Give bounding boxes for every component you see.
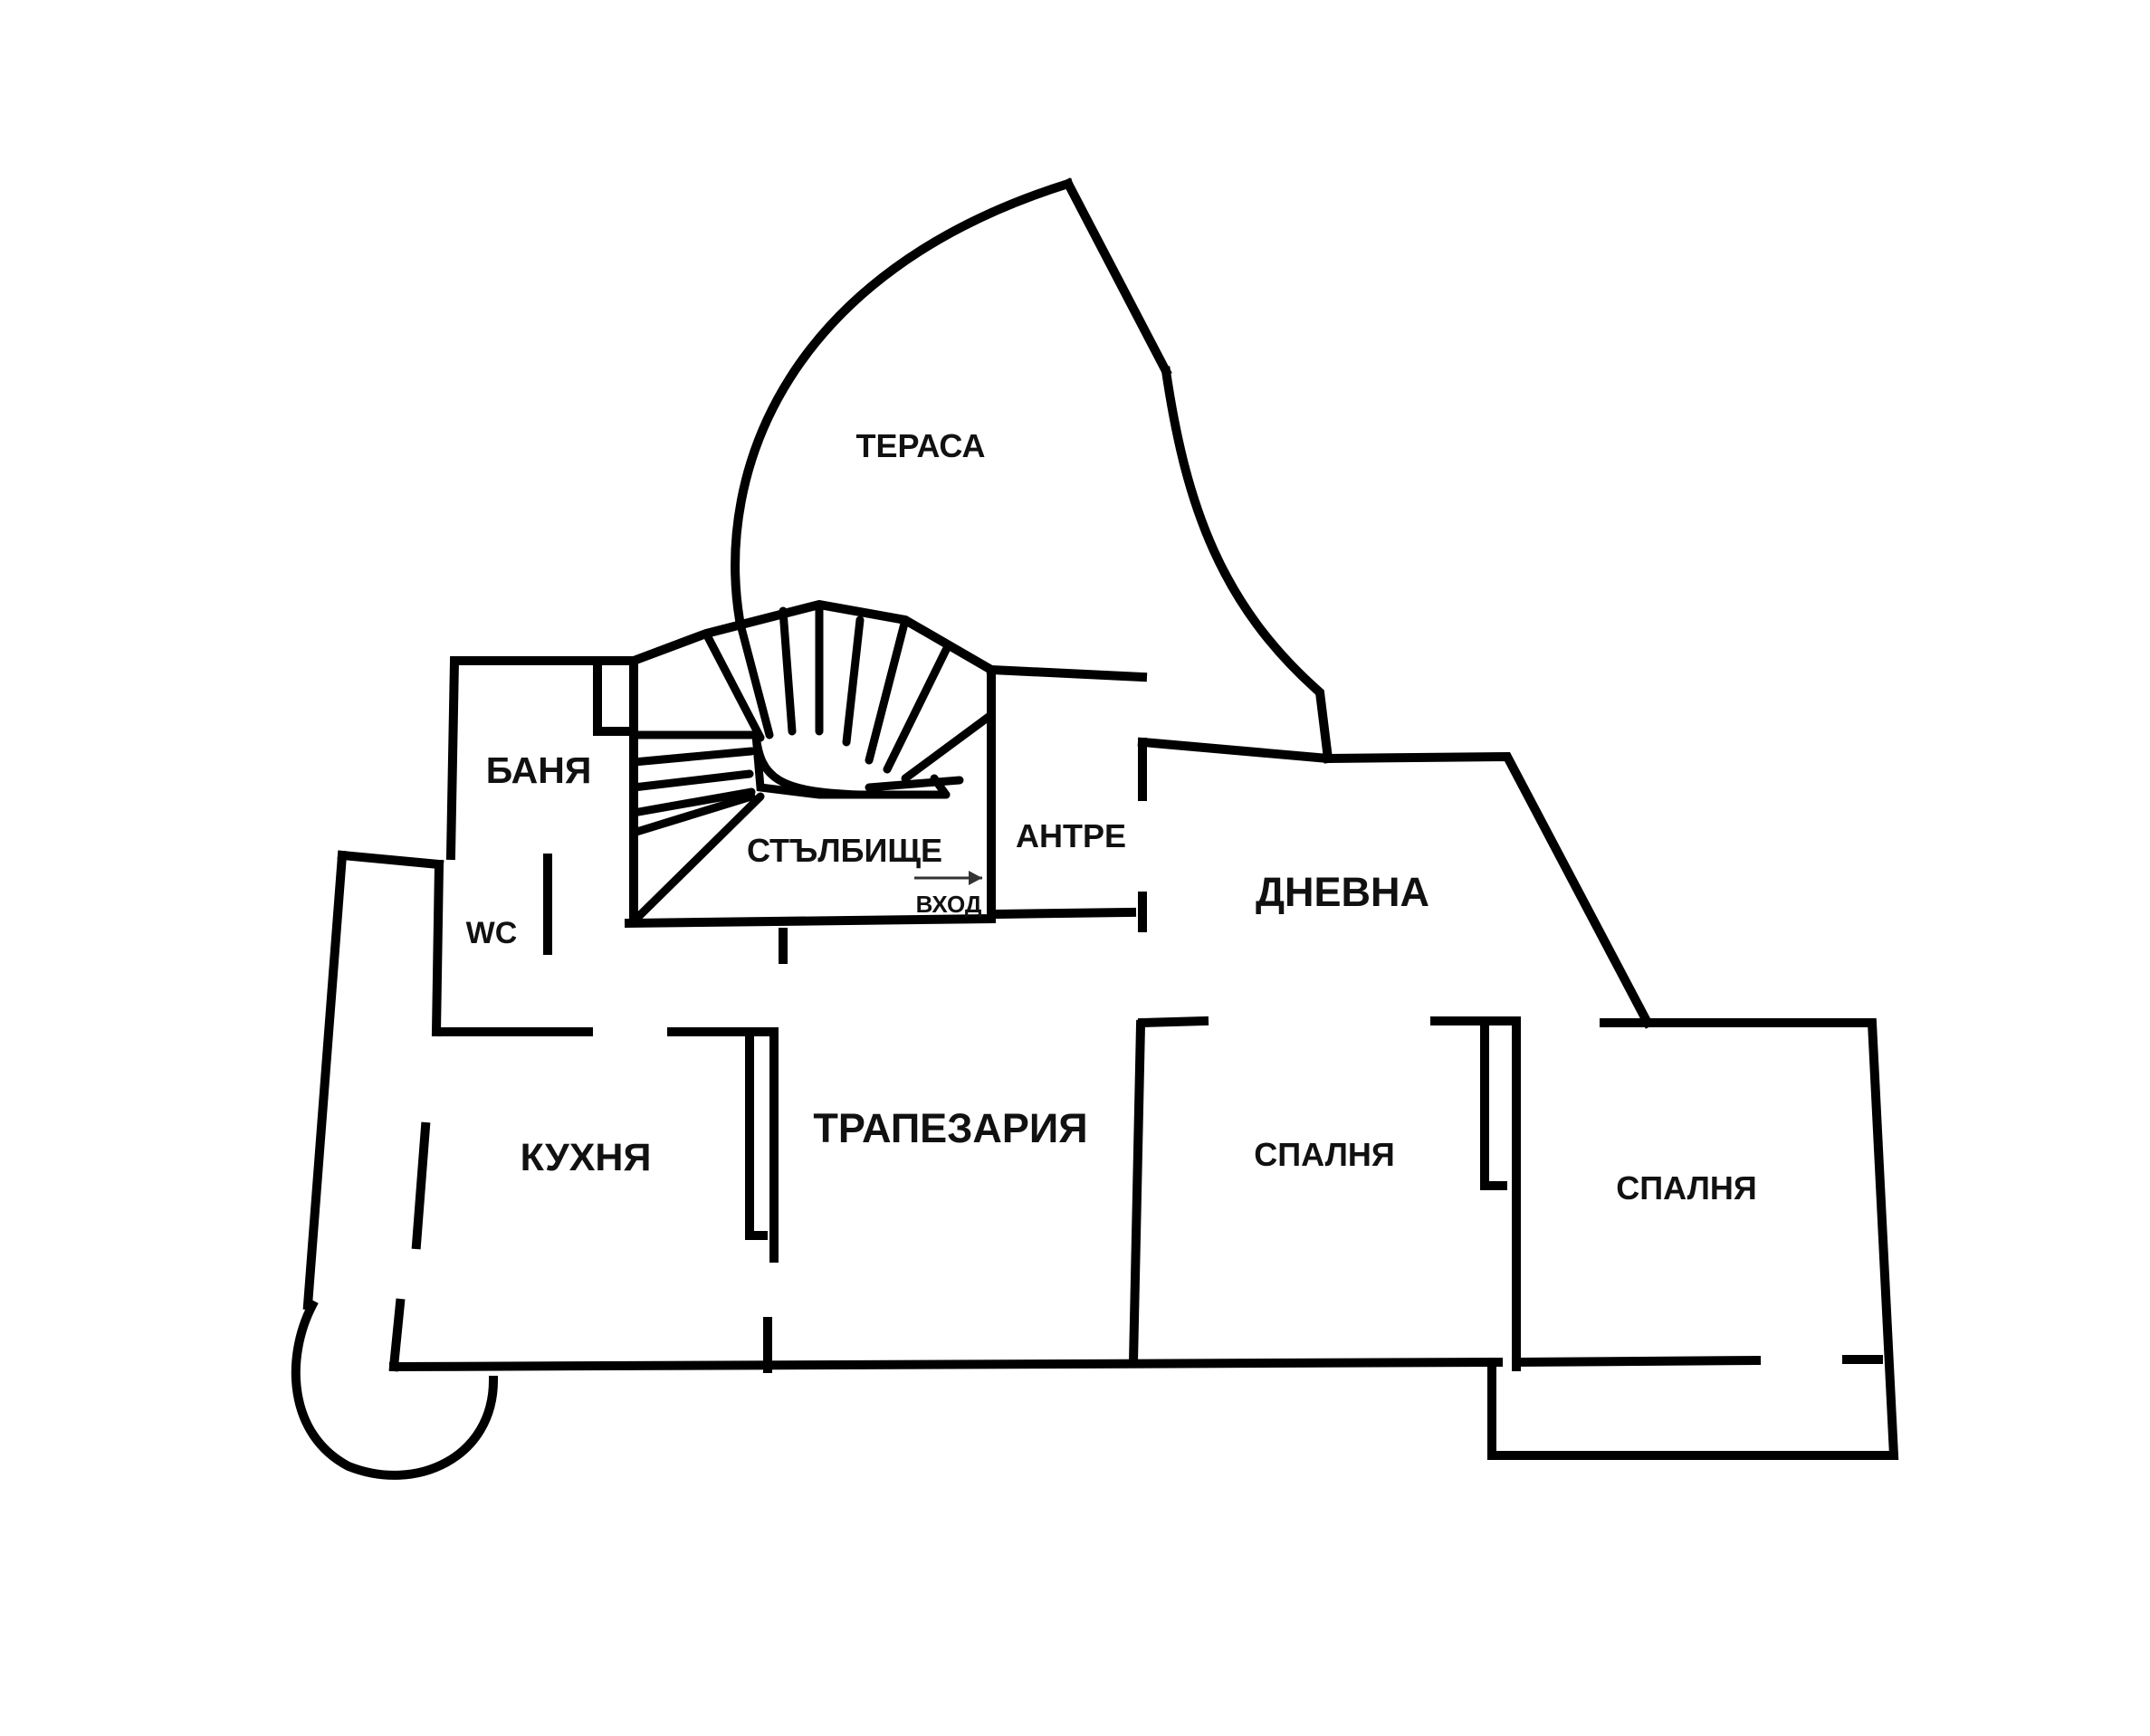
label-living-room: ДНЕВНА: [1256, 869, 1429, 915]
arrow-head-icon: [969, 871, 982, 885]
label-wc: WC: [466, 916, 518, 950]
label-staircase: СТЪЛБИЩЕ: [747, 832, 942, 869]
label-bedroom-2: СПАЛНЯ: [1616, 1169, 1756, 1207]
label-bathroom: БАНЯ: [486, 749, 592, 791]
staircase-steps: [629, 600, 993, 926]
label-hall: АНТРЕ: [1016, 817, 1126, 854]
label-terrace: ТЕРАСА: [855, 427, 985, 464]
entrance-marker: ВХОД: [914, 871, 982, 918]
label-dining-room: ТРАПЕЗАРИЯ: [813, 1105, 1087, 1151]
label-kitchen: КУХНЯ: [521, 1136, 652, 1179]
walls: [291, 177, 1899, 1480]
label-bedroom-1: СПАЛНЯ: [1254, 1136, 1394, 1173]
label-entrance: ВХОД: [916, 891, 982, 918]
